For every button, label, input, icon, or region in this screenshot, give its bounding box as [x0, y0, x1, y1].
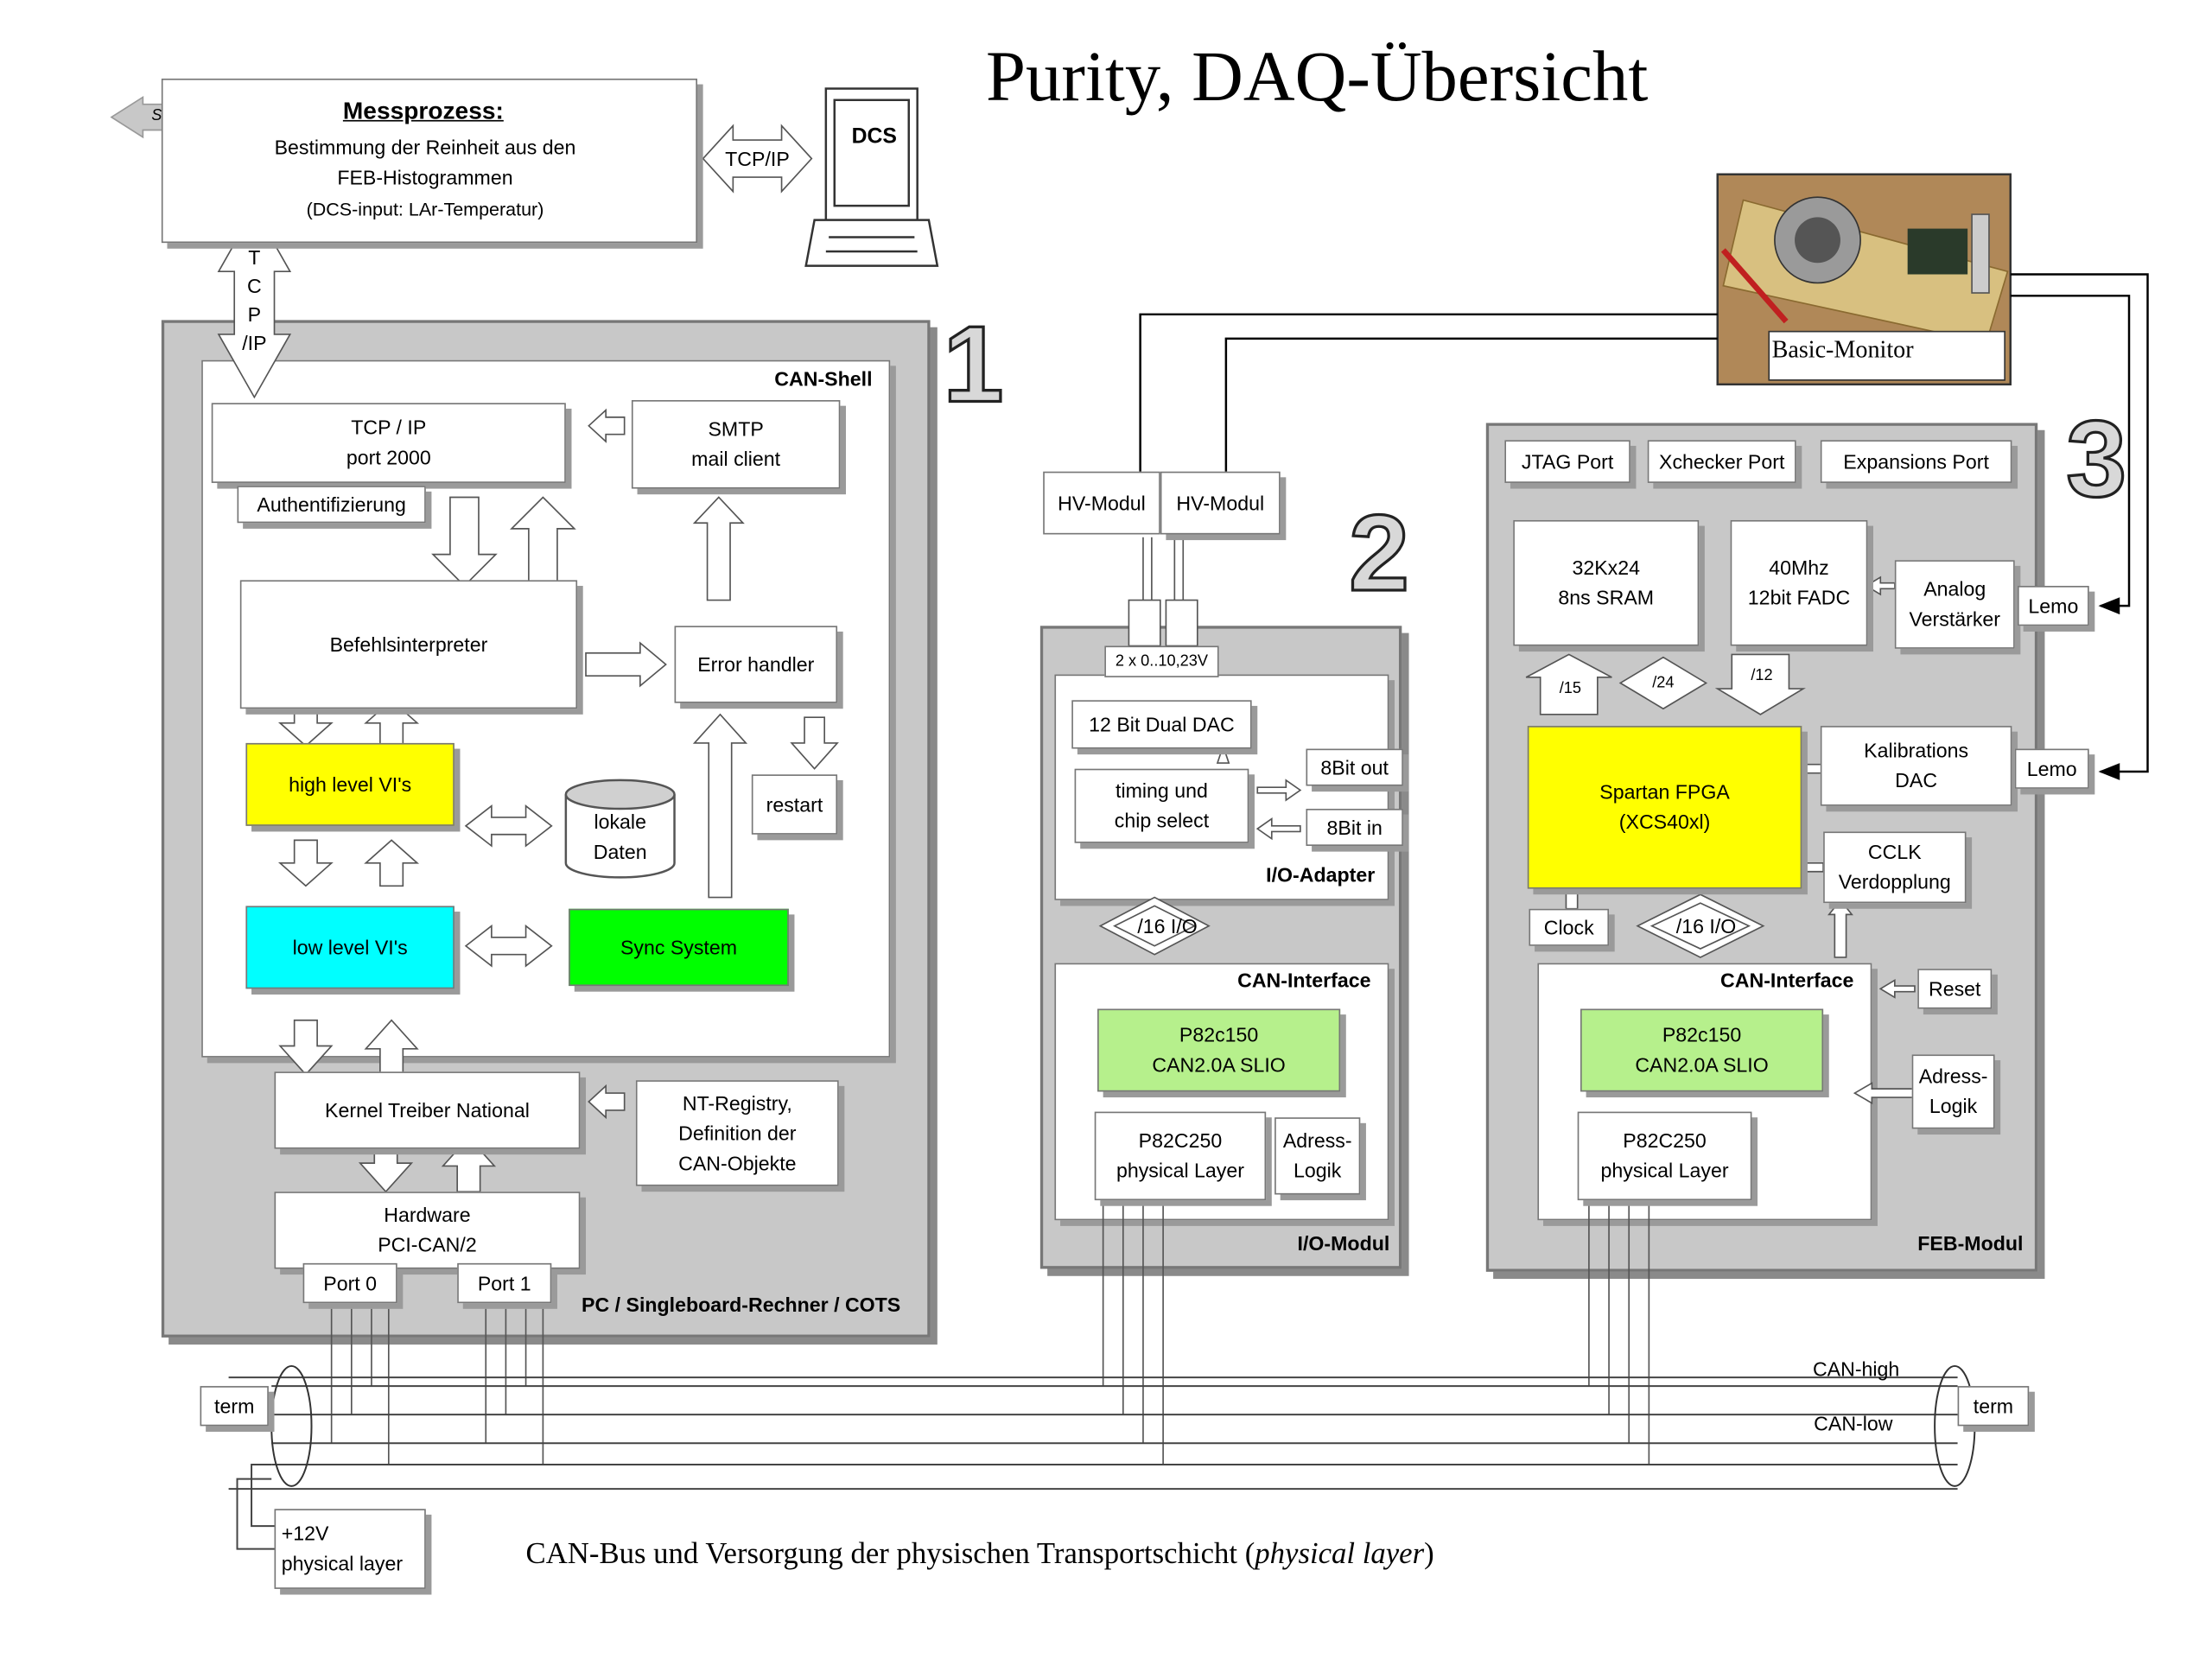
dcs-computer-icon: [804, 87, 939, 267]
kernel-treiber-box: Kernel Treiber National: [274, 1071, 581, 1149]
sync-system-box: Sync System: [569, 908, 789, 987]
term-right-box: term: [1957, 1386, 2030, 1427]
feb-modul-label: FEB-Modul: [1917, 1231, 2024, 1255]
voltage-box: 2 x 0..10,23V: [1104, 645, 1219, 677]
low-vi-box: low level VI's: [245, 906, 454, 989]
lokale-daten-label: lokale Daten: [593, 810, 647, 863]
clock-box: Clock: [1529, 908, 1610, 946]
pc-footer-label: PC / Singleboard-Rechner / COTS: [582, 1293, 901, 1317]
messprozess-text: Bestimmung der Reinheit aus den FEB-Hist…: [274, 136, 576, 189]
caption-italic: physical layer: [1255, 1535, 1425, 1571]
p82c150-box-3: P82c150 CAN2.0A SLIO: [1580, 1008, 1824, 1092]
can-interface-label-2: CAN-Interface: [1237, 969, 1371, 992]
restart-box: restart: [751, 774, 838, 835]
section-3-number: 3: [2065, 397, 2128, 522]
port-0: Port 0: [302, 1262, 397, 1304]
dcs-label: DCS: [851, 124, 897, 149]
port-1: Port 1: [457, 1262, 552, 1304]
section-2-number: 2: [1347, 492, 1410, 616]
error-handler-box: Error handler: [674, 626, 838, 703]
analog-verstaerker-box: Analog Verstärker: [1894, 560, 2015, 649]
section-1-number: 1: [942, 303, 1005, 428]
expansions-port-box: Expansions Port: [1820, 440, 2012, 483]
bus-caption: CAN-Bus und Versorgung der physischen Tr…: [526, 1536, 1434, 1572]
timing-box: timing und chip select: [1074, 768, 1249, 843]
tcpip-vertical-label: T C P /IP: [242, 245, 267, 355]
hv-modul-2: HV-Modul: [1160, 471, 1281, 535]
spartan-fpga-box: Spartan FPGA (XCS40xl): [1527, 726, 1802, 889]
messprozess-sub: (DCS-input: LAr-Temperatur): [306, 198, 544, 220]
lemo-box-1: Lemo: [2018, 586, 2089, 626]
p82c150-box-2: P82c150 CAN2.0A SLIO: [1097, 1008, 1341, 1092]
cclk-box: CCLK Verdopplung: [1823, 831, 1967, 904]
caption-text: CAN-Bus und Versorgung der physischen Tr…: [525, 1535, 1255, 1571]
p82c250-box-2: P82C250 physical Layer: [1094, 1111, 1267, 1201]
dual-dac-box: 12 Bit Dual DAC: [1071, 700, 1252, 749]
can-low-label: CAN-low: [1814, 1411, 1893, 1435]
adress-logik-box-3: Adress- Logik: [1911, 1054, 1995, 1129]
jtag-port-box: JTAG Port: [1504, 440, 1630, 483]
fadc-box: 40Mhz 12bit FADC: [1730, 519, 1868, 646]
io-adapter-label: I/O-Adapter: [1266, 862, 1376, 887]
tcpip-side-label: TCP/IP: [720, 144, 795, 175]
xchecker-port-box: Xchecker Port: [1647, 440, 1796, 483]
term-left-box: term: [200, 1386, 269, 1427]
8bit-out-box: 8Bit out: [1306, 748, 1403, 786]
caption-end: ): [1424, 1535, 1434, 1571]
8bit-in-box: 8Bit in: [1306, 808, 1403, 846]
basic-monitor-photo: [1716, 173, 2012, 386]
high-vi-box: high level VI's: [245, 742, 454, 826]
lemo-box-2: Lemo: [2014, 748, 2089, 789]
kalibrations-dac-box: Kalibrations DAC: [1820, 726, 2012, 806]
hv-modul-1: HV-Modul: [1043, 471, 1160, 535]
can-shell-label: CAN-Shell: [774, 367, 873, 391]
befehl-box: Befehlsinterpreter: [239, 580, 578, 709]
page-title: Purity, DAQ-Übersicht: [986, 35, 1649, 116]
io16-label-2: /16 I/O: [1137, 914, 1198, 938]
can-high-label: CAN-high: [1812, 1357, 1900, 1381]
smtp-box: SMTP mail client: [631, 400, 841, 489]
io16-label-3: /16 I/O: [1675, 914, 1737, 938]
adress-logik-box-2: Adress- Logik: [1274, 1117, 1361, 1195]
bus15-label: /15: [1551, 677, 1589, 701]
tcp-port-box: TCP / IP port 2000: [211, 403, 566, 483]
can-interface-label-3: CAN-Interface: [1720, 969, 1854, 992]
tcpip-vertical-arrow: [217, 207, 292, 399]
power-supply-box: +12V physical layer: [274, 1509, 426, 1589]
messprozess-title: Messprozess:: [342, 97, 504, 124]
bus12-label: /12: [1743, 664, 1781, 688]
auth-box: Authentifizierung: [237, 486, 426, 524]
lokale-daten-cylinder-icon: [564, 779, 676, 879]
io-modul-label: I/O-Modul: [1297, 1231, 1390, 1255]
p82c250-box-3: P82C250 physical Layer: [1577, 1111, 1752, 1201]
sram-box: 32Kx24 8ns SRAM: [1513, 519, 1700, 646]
reset-box: Reset: [1917, 969, 1993, 1009]
basic-monitor-label: Basic-Monitor: [1771, 335, 1914, 364]
bus24-label: /24: [1646, 671, 1681, 695]
nt-registry-box: NT-Registry, Definition der CAN-Objekte: [635, 1080, 839, 1186]
hardware-box: Hardware PCI-CAN/2: [274, 1192, 581, 1269]
messprozess-box: [161, 78, 698, 244]
